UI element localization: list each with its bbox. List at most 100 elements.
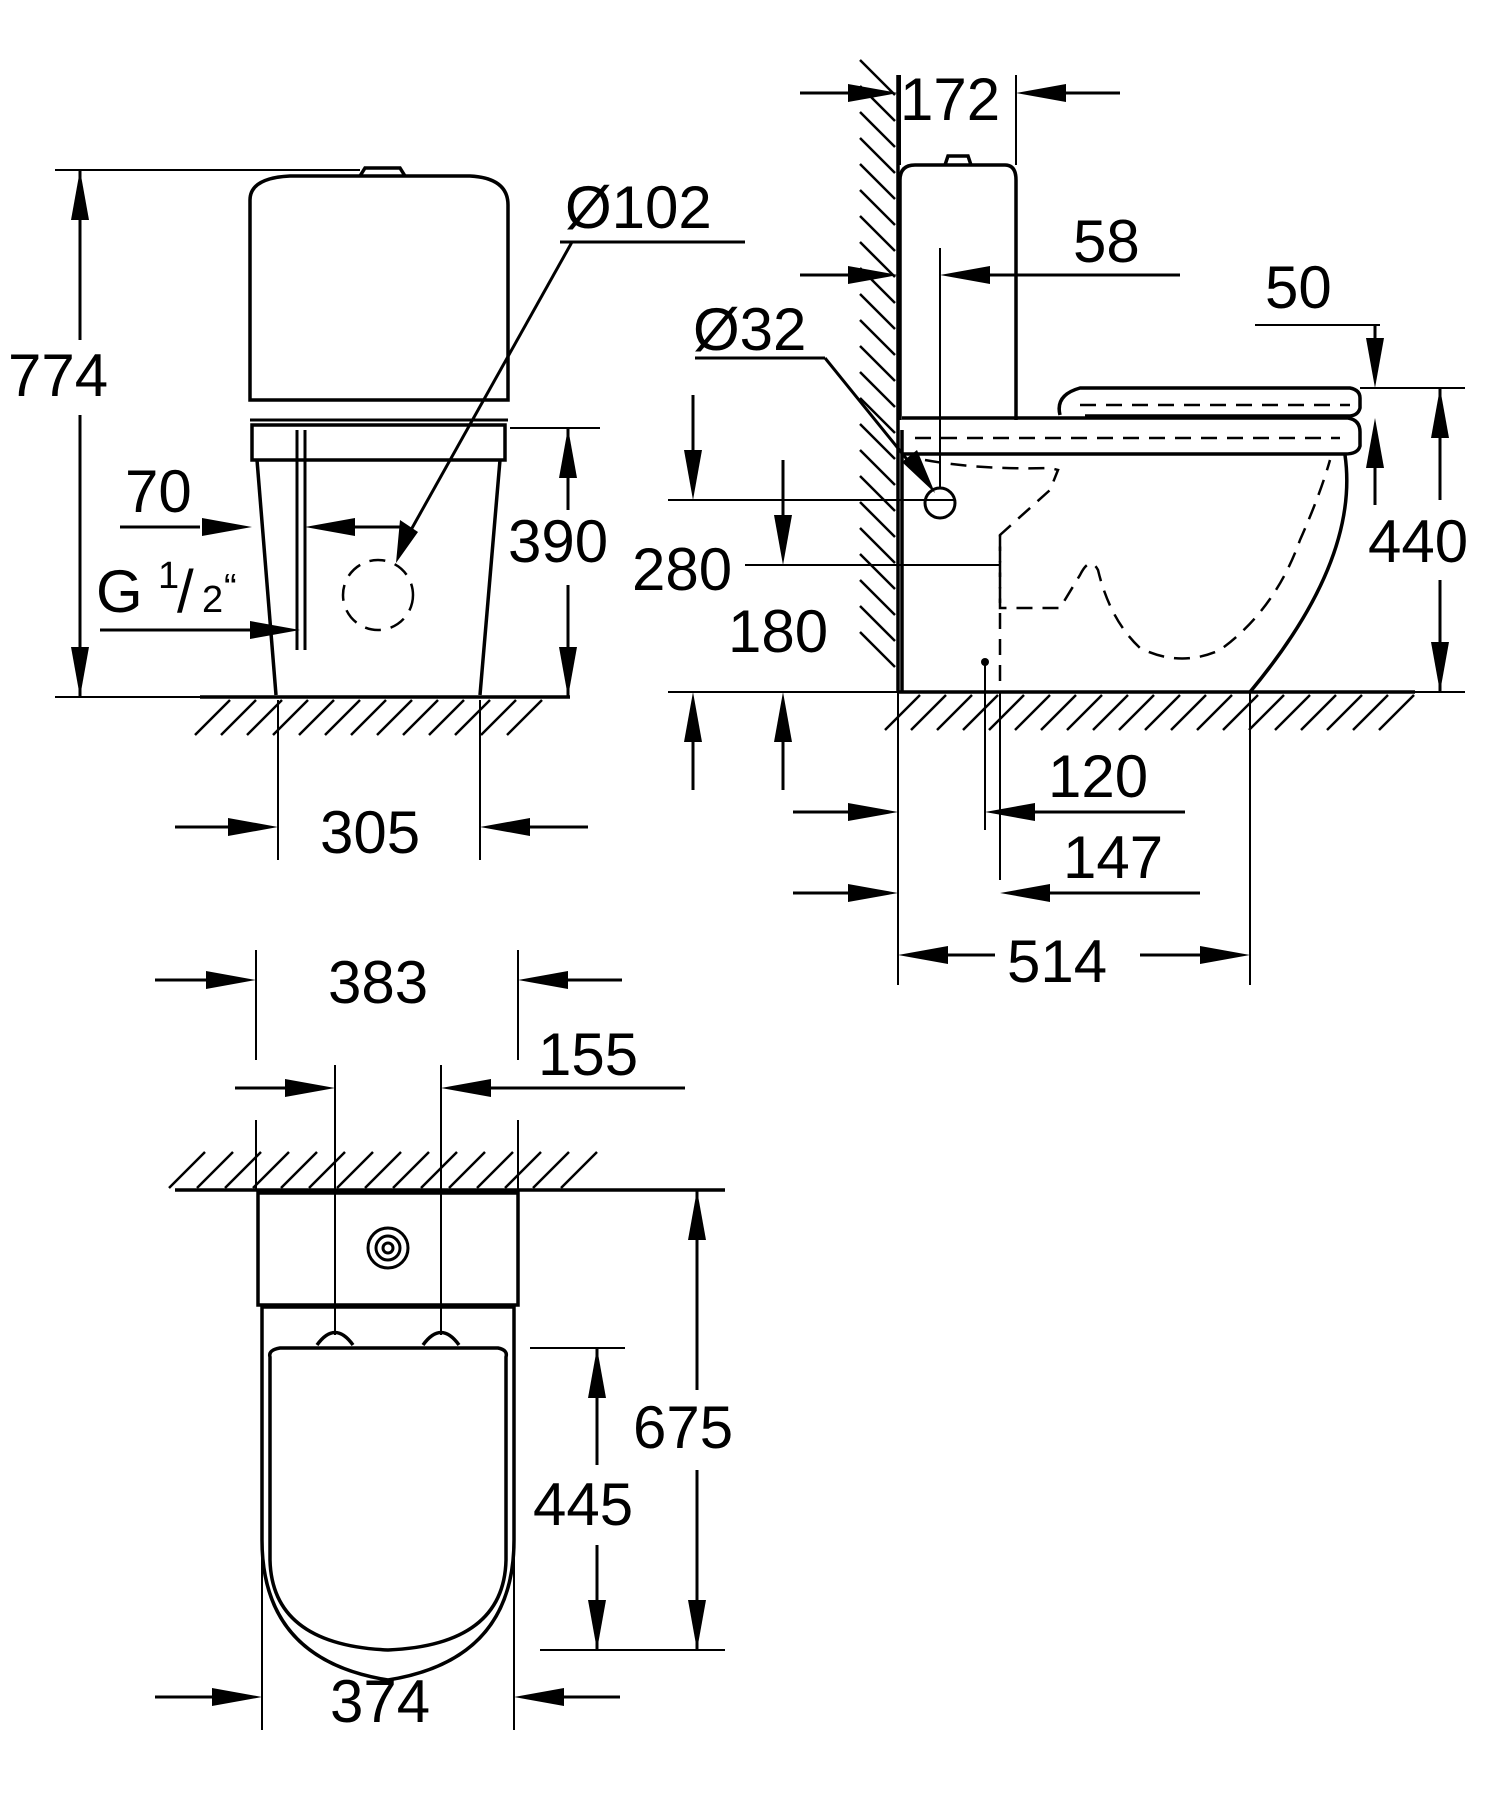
hatch-line: [560, 1151, 598, 1189]
hatch-line: [1274, 694, 1311, 731]
hatch-line: [859, 553, 896, 590]
front-floor-hatch: [194, 699, 543, 736]
hatch-line: [324, 699, 361, 736]
dim-front-thread-g: G: [96, 558, 143, 625]
hatch-line: [220, 699, 257, 736]
side-floor-hatch: [884, 694, 1415, 731]
dim-front-thread-num: 1: [158, 555, 179, 597]
hatch-line: [859, 111, 896, 148]
hatch-line: [1040, 694, 1077, 731]
hatch-line: [859, 319, 896, 356]
top-flush-button-outer: [366, 1226, 410, 1270]
dim-side-seat-thickness: 50: [1265, 254, 1332, 321]
top-cistern-outline: [256, 1191, 520, 1307]
hatch-line: [1352, 694, 1389, 731]
hatch-line: [1118, 694, 1155, 731]
dim-side-outlet-center: 120: [1048, 743, 1148, 810]
hatch-line: [246, 699, 283, 736]
hatch-line: [962, 694, 999, 731]
hatch-line: [336, 1151, 374, 1189]
side-seat-ring: [902, 416, 1362, 456]
hatch-line: [910, 694, 947, 731]
hatch-line: [859, 137, 896, 174]
hatch-line: [884, 694, 921, 731]
hatch-line: [532, 1151, 570, 1189]
hatch-line: [859, 345, 896, 382]
dim-front-base-width: 305: [320, 799, 420, 866]
hatch-line: [1248, 694, 1285, 731]
dim-side-total-depth: 514: [1007, 928, 1107, 995]
dim-top-seat-width: 374: [330, 1668, 430, 1735]
hatch-line: [859, 527, 896, 564]
hatch-line: [859, 475, 896, 512]
side-view: 172 58 50 Ø32 280 180: [632, 59, 1468, 995]
hatch-line: [1170, 694, 1207, 731]
hatch-line: [376, 699, 413, 736]
front-outlet-circle: [341, 558, 415, 632]
hatch-line: [196, 1151, 234, 1189]
side-cistern-outline: [898, 163, 1018, 420]
top-seat-outline: [267, 1346, 509, 1652]
front-flush-button: [358, 166, 407, 177]
hatch-line: [428, 699, 465, 736]
hatch-line: [476, 1151, 514, 1189]
dim-top-total-length: 675: [633, 1394, 733, 1461]
dim-top-hinge-spacing: 155: [538, 1021, 638, 1088]
hatch-line: [402, 699, 439, 736]
hatch-line: [859, 579, 896, 616]
side-trap-path: [924, 458, 1332, 660]
dim-side-inlet-height: 280: [632, 536, 732, 603]
hatch-line: [420, 1151, 458, 1189]
hatch-line: [859, 397, 896, 434]
hatch-line: [506, 699, 543, 736]
hatch-line: [280, 1151, 318, 1189]
hatch-line: [364, 1151, 402, 1189]
side-wall-hatch: [859, 59, 896, 668]
hatch-line: [1222, 694, 1259, 731]
front-view: 774 70 G 1 / 2 “ Ø102 390 305: [8, 166, 745, 866]
front-pedestal-left: [255, 459, 278, 696]
hatch-line: [448, 1151, 486, 1189]
hatch-line: [859, 371, 896, 408]
dim-side-seat-height: 440: [1368, 508, 1468, 575]
dim-front-outlet-diameter: Ø102: [565, 174, 712, 241]
dim-side-outlet-height: 180: [728, 598, 828, 665]
hatch-line: [168, 1151, 206, 1189]
hatch-line: [859, 449, 896, 486]
hatch-line: [504, 1151, 542, 1189]
top-flush-button-inner: [374, 1234, 402, 1262]
hatch-line: [194, 699, 231, 736]
hatch-line: [859, 605, 896, 642]
hatch-line: [350, 699, 387, 736]
hatch-line: [480, 699, 517, 736]
front-pedestal-right: [478, 459, 502, 696]
hatch-line: [1144, 694, 1181, 731]
dim-side-inlet-diameter: Ø32: [693, 296, 806, 363]
side-lid: [1057, 386, 1362, 418]
dim-front-height: 774: [8, 342, 108, 409]
dim-front-outlet-height: 390: [508, 508, 608, 575]
side-bowl-front: [1248, 454, 1349, 694]
hatch-line: [1378, 694, 1415, 731]
top-flush-button-center: [381, 1241, 395, 1255]
top-wall-hatch: [168, 1151, 598, 1189]
front-cistern-outline: [248, 174, 510, 402]
hatch-line: [252, 1151, 290, 1189]
dim-side-outlet-wall: 147: [1063, 824, 1163, 891]
hatch-line: [859, 189, 896, 226]
dim-top-seat-length: 445: [533, 1471, 633, 1538]
side-inlet-circle: [923, 486, 957, 520]
front-seat-edge: [250, 423, 507, 462]
dim-side-inlet-wall: 58: [1073, 208, 1140, 275]
hatch-line: [1014, 694, 1051, 731]
hatch-line: [1300, 694, 1337, 731]
dim-front-thread-suffix: “: [224, 567, 237, 609]
top-view: 383 155 675 445 374: [155, 949, 733, 1735]
dim-front-pipe-offset: 70: [125, 458, 192, 525]
hatch-line: [298, 699, 335, 736]
hatch-line: [308, 1151, 346, 1189]
hatch-line: [859, 241, 896, 278]
hatch-line: [859, 293, 896, 330]
hatch-line: [859, 631, 896, 668]
